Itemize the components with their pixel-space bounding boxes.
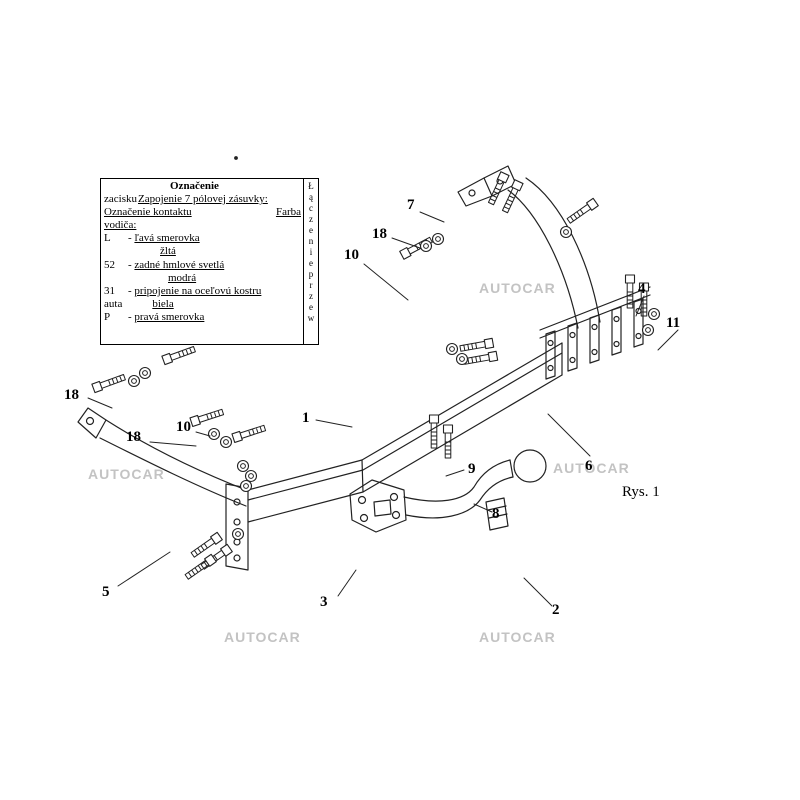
left-arm <box>77 407 247 507</box>
info-row-31b: auta biela <box>104 298 301 311</box>
pin-code: L <box>104 232 111 245</box>
info-col-color1: Farba <box>275 206 301 219</box>
watermark: AUTOCAR <box>88 466 165 482</box>
info-row-L: L - ľavá smerovka <box>104 232 301 245</box>
info-row-L-color: žltá <box>104 245 301 258</box>
pin-desc: pripojenie na oceľovú kostru <box>134 284 262 297</box>
part-label-2: 2 <box>552 602 560 618</box>
right-arm <box>457 165 601 329</box>
dash: - <box>128 310 132 323</box>
part-label-9: 9 <box>468 461 476 477</box>
part-label-3: 3 <box>320 594 328 610</box>
info-col-color2: vodiča: <box>104 219 137 232</box>
pin-desc: pravá smerovka <box>134 310 205 323</box>
part-label-5: 5 <box>102 584 110 600</box>
info-line-color2: vodiča: <box>104 219 301 232</box>
main-crossbar <box>247 342 563 523</box>
left-end-plate <box>225 483 249 571</box>
figure-caption: Rys. 1 <box>622 484 660 500</box>
pin-color: biela <box>152 297 174 310</box>
dash: - <box>128 258 132 271</box>
info-header: Označenie <box>170 180 219 192</box>
part-label-11: 11 <box>666 315 681 331</box>
watermark: AUTOCAR <box>553 460 630 476</box>
dash: - <box>128 284 132 297</box>
part-label-10a: 10 <box>344 247 359 263</box>
info-row-P: P - pravá smerovka <box>104 311 301 324</box>
dash: - <box>128 232 132 245</box>
pin-color: modrá <box>168 271 197 284</box>
part-label-18a: 18 <box>372 226 387 242</box>
pin-code: P <box>104 310 111 323</box>
pin-code: 31 <box>104 284 115 297</box>
wiring-info-box: Označenie zaciskuZapojenie 7 pólovej zás… <box>100 178 319 345</box>
info-line-columns: Označenie kontaktu Farba <box>104 206 301 219</box>
leader-lines <box>87 211 679 607</box>
watermark: AUTOCAR <box>479 280 556 296</box>
watermark: AUTOCAR <box>224 629 301 645</box>
info-row-52: 52- zadné hmlové svetlá <box>104 259 301 272</box>
info-col-contact: Označenie kontaktu <box>104 206 192 219</box>
info-subheader: zacisku <box>104 193 137 206</box>
pin-desc-cont: auta <box>104 297 123 310</box>
part-label-4: 4 <box>638 281 646 297</box>
part-label-18c: 18 <box>126 429 141 445</box>
watermark: AUTOCAR <box>479 629 556 645</box>
part-label-1: 1 <box>302 410 310 426</box>
part-label-18b: 18 <box>64 387 79 403</box>
pin-code: 52 <box>104 258 115 271</box>
part-label-10b: 10 <box>176 419 191 435</box>
flange-stack <box>539 286 651 380</box>
pin-desc: ľavá smerovka <box>134 232 200 245</box>
ball-hitch <box>349 449 547 533</box>
part-label-7: 7 <box>407 197 415 213</box>
part-label-6: 6 <box>585 458 593 474</box>
pin-desc: zadné hmlové svetlá <box>134 258 225 271</box>
info-line-header: Označenie <box>104 180 301 193</box>
info-title: Zapojenie 7 pólovej zásuvky: <box>138 193 268 206</box>
stray-dot <box>234 156 238 160</box>
info-row-52-color: modrá <box>104 272 301 285</box>
info-line-title: zaciskuZapojenie 7 pólovej zásuvky: <box>104 193 301 206</box>
part-label-8: 8 <box>492 506 500 522</box>
info-row-31: 31- pripojenie na oceľovú kostru <box>104 285 301 298</box>
pin-color: žltá <box>160 245 176 258</box>
info-side-text: Łączenieprzew <box>303 179 318 344</box>
